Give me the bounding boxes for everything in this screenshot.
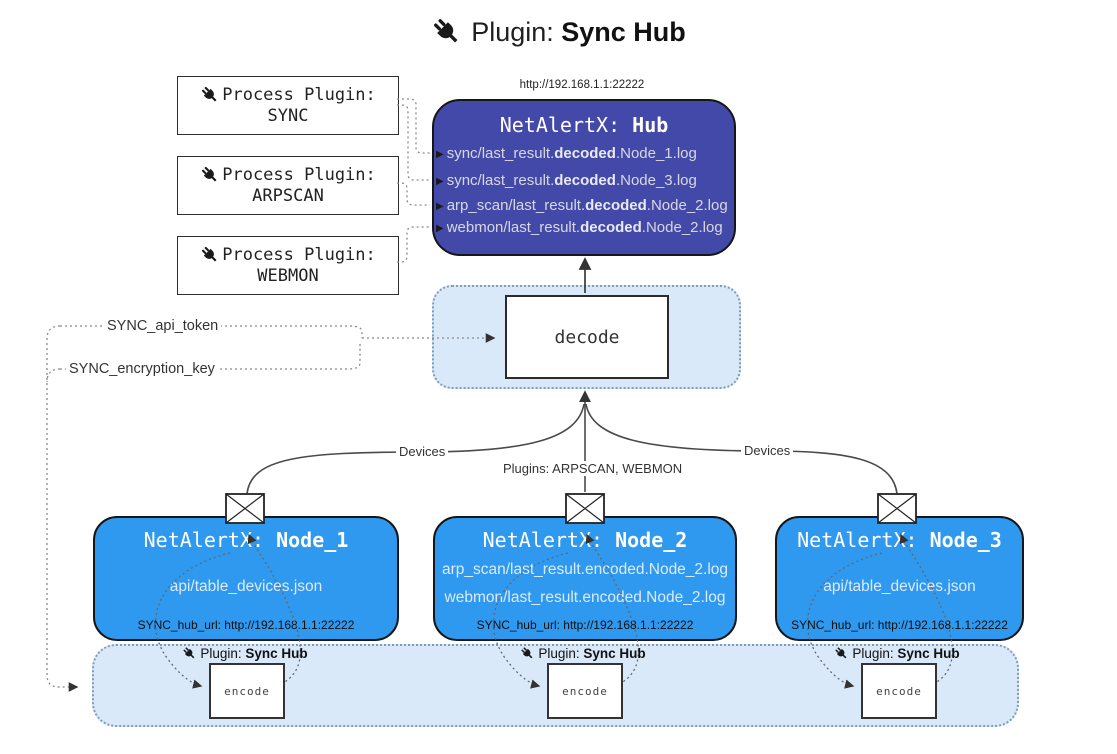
plug-icon	[183, 647, 195, 659]
process-plugin-name: WEBMON	[257, 266, 319, 286]
token-label-key: SYNC_encryption_key	[66, 361, 218, 377]
title-text: Plugin: Sync Hub	[471, 16, 686, 47]
process-plugin-label: Process Plugin:	[222, 85, 376, 105]
envelope-icon	[565, 493, 605, 524]
hub-log-row: ▶arp_scan/last_result.decoded.Node_2.log	[436, 197, 728, 214]
envelope-icon	[225, 493, 265, 524]
node-hub-url: SYNC_hub_url: http://192.168.1.1:22222	[791, 618, 1008, 632]
process-plugin-label: Process Plugin:	[222, 245, 376, 265]
hub-title: NetAlertX: Hub	[499, 113, 669, 137]
plug-icon	[202, 86, 217, 102]
hub-log-row: ▶sync/last_result.decoded.Node_3.log	[436, 172, 697, 189]
node-box-3: NetAlertX: Node_3 api/table_devices.json…	[775, 516, 1024, 641]
plug-icon	[434, 19, 458, 43]
plug-icon	[835, 647, 847, 659]
plug-icon	[202, 166, 217, 182]
decode-box: decode	[505, 295, 669, 379]
node-box-2: NetAlertX: Node_2 arp_scan/last_result.e…	[433, 516, 737, 641]
node-box-1: NetAlertX: Node_1 api/table_devices.json…	[93, 516, 399, 641]
encode-box: encode	[547, 663, 623, 719]
process-plugin-box-webmon: Process Plugin: WEBMON	[177, 236, 399, 295]
process-plugin-label: Process Plugin:	[222, 165, 376, 185]
node-title: NetAlertX: Node_1	[143, 528, 349, 552]
hub-box: NetAlertX: Hub ▶sync/last_result.decoded…	[432, 99, 736, 256]
node-data-lines: arp_scan/last_result.encoded.Node_2.log …	[435, 556, 735, 612]
hub-log-row: ▶webmon/last_result.decoded.Node_2.log	[436, 219, 723, 236]
envelope-icon	[877, 493, 917, 524]
row-arrow-icon: ▶	[436, 200, 444, 212]
row-arrow-icon: ▶	[436, 148, 444, 160]
node-data-line: arp_scan/last_result.encoded.Node_2.log	[441, 561, 729, 578]
edge-label-devices-right: Devices	[741, 443, 794, 458]
edge-label-plugins: Plugins: ARPSCAN, WEBMON	[500, 461, 686, 476]
node-hub-url: SYNC_hub_url: http://192.168.1.1:22222	[476, 618, 694, 632]
token-label-api: SYNC_api_token	[104, 318, 222, 334]
node-data-line: api/table_devices.json	[169, 578, 323, 595]
plug-icon	[521, 647, 533, 659]
process-plugin-box-sync: Process Plugin: SYNC	[177, 76, 399, 135]
encode-box: encode	[861, 663, 937, 719]
page-title: Plugin: Sync Hub	[0, 16, 1117, 48]
node-title: NetAlertX: Node_3	[797, 528, 1002, 552]
process-plugin-name: ARPSCAN	[252, 186, 324, 206]
plugin-sync-hub-label: Plugin: Sync Hub	[483, 646, 683, 661]
process-plugin-box-arpscan: Process Plugin: ARPSCAN	[177, 156, 399, 215]
node-hub-url: SYNC_hub_url: http://192.168.1.1:22222	[137, 618, 355, 632]
node-title: NetAlertX: Node_2	[482, 528, 688, 552]
hub-log-row: ▶sync/last_result.decoded.Node_1.log	[436, 145, 697, 162]
node-data-line: webmon/last_result.encoded.Node_2.log	[444, 589, 726, 606]
hub-url: http://192.168.1.1:22222	[519, 79, 645, 91]
node-data-line: api/table_devices.json	[823, 578, 976, 595]
plugin-sync-hub-label: Plugin: Sync Hub	[145, 646, 345, 661]
row-arrow-icon: ▶	[436, 222, 444, 234]
plugin-sync-hub-label: Plugin: Sync Hub	[797, 646, 997, 661]
plug-icon	[202, 246, 217, 262]
row-arrow-icon: ▶	[436, 175, 444, 187]
process-plugin-name: SYNC	[267, 106, 309, 126]
encode-box: encode	[209, 663, 285, 719]
edge-label-devices-left: Devices	[396, 444, 449, 459]
